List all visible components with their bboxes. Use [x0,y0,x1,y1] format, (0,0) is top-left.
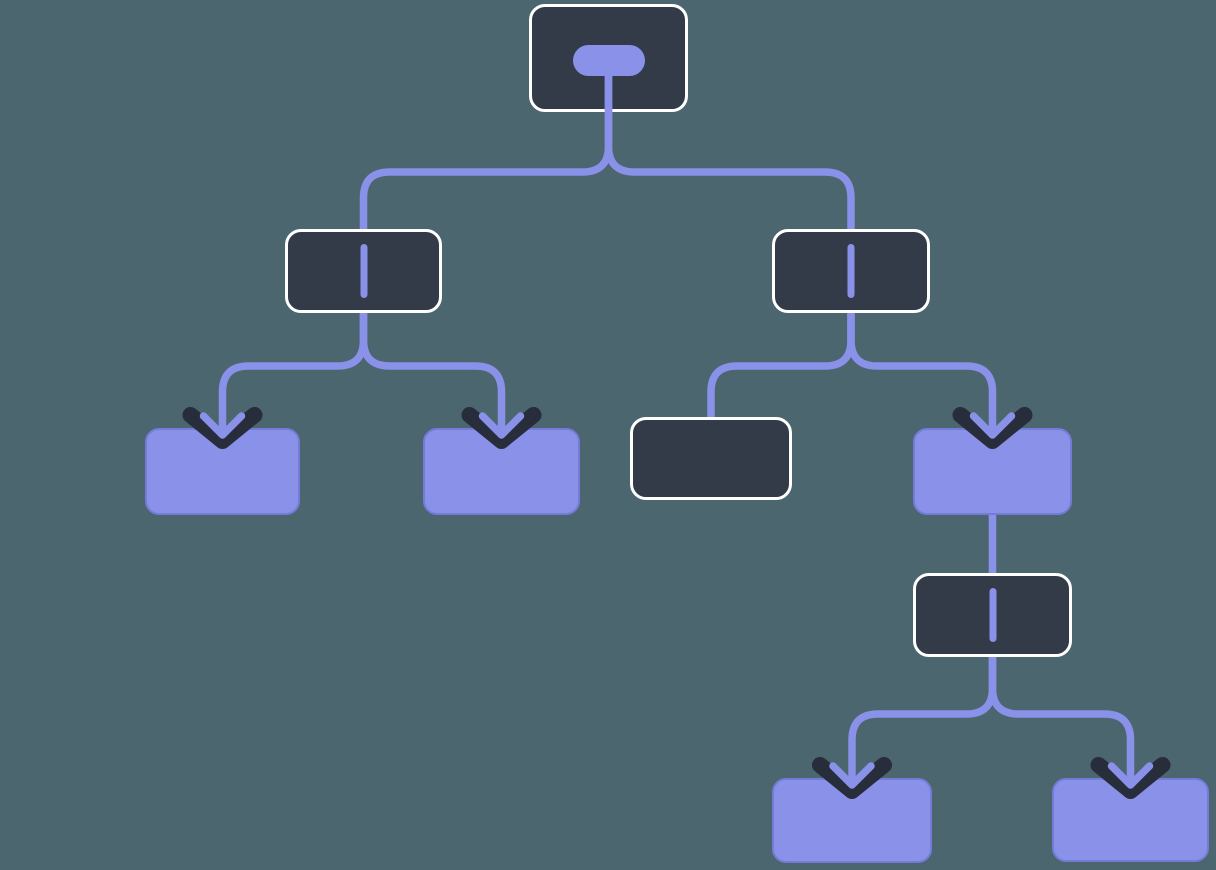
node-leaf-3[interactable] [913,428,1072,515]
node-root[interactable] [529,4,688,112]
pill-icon [572,45,645,76]
node-dark-leaf[interactable] [630,417,792,500]
pass-bar-icon [360,244,367,298]
node-branch-left[interactable] [285,229,442,313]
node-leaf-1[interactable] [145,428,300,515]
node-leaf-4[interactable] [772,778,932,863]
pass-bar-icon [847,244,855,298]
node-branch-right[interactable] [772,229,930,313]
node-leaf-5[interactable] [1052,778,1209,862]
pass-bar-icon [989,588,996,642]
node-branch-lower[interactable] [913,573,1072,657]
node-leaf-2[interactable] [423,428,580,515]
